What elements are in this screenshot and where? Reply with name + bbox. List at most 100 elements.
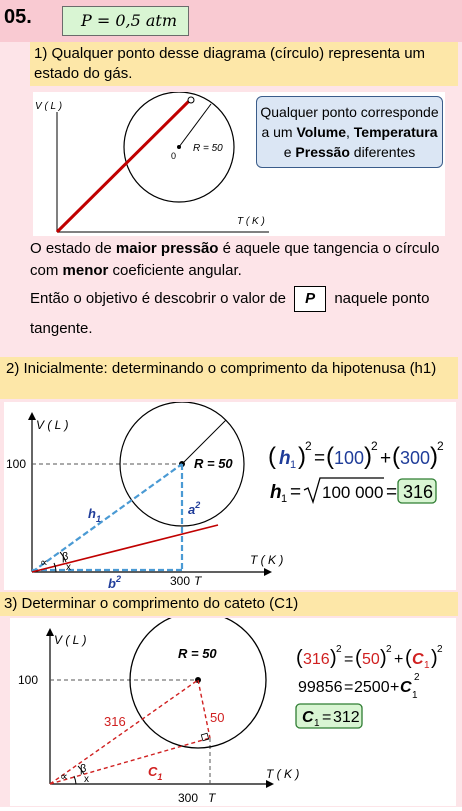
svg-text:300: 300 xyxy=(400,448,430,468)
s3-radius-label: R = 50 xyxy=(178,646,217,661)
s2-y-axis-label: V ( L ) xyxy=(36,418,68,432)
s2-result-box xyxy=(397,478,437,504)
t2-pre: Então o objetivo é descobrir o valor de xyxy=(30,290,286,307)
svg-text:99856: 99856 xyxy=(298,679,343,696)
svg-text:): ) xyxy=(364,443,372,470)
s1-x-axis-label: T ( K ) xyxy=(237,216,265,227)
step3-svg: V ( L ) T ( K ) 100 300 T R = 50 316 50 … xyxy=(18,611,443,805)
s2-h-label: h1 xyxy=(88,506,101,524)
svg-text:): ) xyxy=(298,443,306,470)
step2-svg: V ( L ) T ( K ) 100 300 T R = 50 h1 a2 b… xyxy=(6,401,444,591)
callout-temperatura: Temperatura xyxy=(353,124,438,140)
svg-text:): ) xyxy=(380,647,387,669)
s3-hypotenuse xyxy=(49,679,199,785)
s3-y-axis-label: V ( L ) xyxy=(54,633,86,647)
s2-beta: β xyxy=(62,551,68,563)
svg-text:2: 2 xyxy=(305,439,312,453)
s3-x-axis-label: T ( K ) xyxy=(266,767,299,781)
svg-text:+: + xyxy=(394,651,403,668)
t1-bold2: menor xyxy=(62,262,109,279)
step1-objective: Então o objetivo é descobrir o valor de … xyxy=(30,284,455,344)
s1-radius-label: R = 50 xyxy=(193,143,223,154)
svg-text:(: ( xyxy=(405,647,412,669)
callout-pressao: Pressão xyxy=(295,144,350,160)
step1-title: 1) Qualquer ponto desse diagrama (círcul… xyxy=(30,42,458,86)
svg-text:+: + xyxy=(380,448,391,469)
svg-text:2500: 2500 xyxy=(354,679,390,696)
svg-text:=: = xyxy=(322,709,331,726)
svg-text:=: = xyxy=(344,651,353,668)
s2-alpha: ∝ xyxy=(40,557,48,569)
s3-eq2: 99856 = 2500 + C 1 2 xyxy=(298,672,420,701)
svg-text:): ) xyxy=(430,443,438,470)
s1-center-label: 0 xyxy=(171,151,176,161)
svg-text:C: C xyxy=(412,651,424,668)
s3-result: 312 xyxy=(333,709,360,726)
svg-text:100 000: 100 000 xyxy=(322,483,383,502)
svg-text:50: 50 xyxy=(362,651,380,668)
svg-text:(: ( xyxy=(296,647,303,669)
svg-text:): ) xyxy=(431,647,438,669)
s1-radius xyxy=(178,103,212,148)
s1-tangent-line xyxy=(55,98,192,234)
s1-circle xyxy=(123,91,235,203)
callout-comma: , xyxy=(345,124,354,140)
svg-text:1: 1 xyxy=(290,459,296,471)
s1-center-dot xyxy=(177,145,181,149)
s2-x-value: 300 xyxy=(170,574,190,588)
svg-text:(: ( xyxy=(268,443,276,470)
step3-panel: V ( L ) T ( K ) 100 300 T R = 50 316 50 … xyxy=(10,611,456,806)
svg-text:=: = xyxy=(386,482,397,503)
s3-x-T: T xyxy=(208,791,217,805)
s2-eq1: ( h 1 ) 2 = ( 100 ) 2 + ( 300 ) 2 xyxy=(268,439,444,471)
callout-line1: Qualquer ponto corresponde xyxy=(260,104,439,120)
svg-text:316: 316 xyxy=(303,651,330,668)
s2-x-T: T xyxy=(194,574,203,588)
s2-radius-label: R = 50 xyxy=(194,456,233,471)
s3-result-box xyxy=(295,703,363,729)
s2-a-label: a2 xyxy=(188,500,200,517)
svg-text:C: C xyxy=(302,709,314,726)
svg-text:1: 1 xyxy=(314,718,320,729)
s3-x-value: 300 xyxy=(178,791,198,805)
s3-y-value: 100 xyxy=(18,673,38,687)
s3-radius xyxy=(197,679,211,739)
svg-text:2: 2 xyxy=(437,644,443,655)
step2-panel: V ( L ) T ( K ) 100 300 T R = 50 h1 a2 b… xyxy=(4,401,456,591)
s2-circle xyxy=(119,401,245,527)
s2-x: x xyxy=(66,562,71,573)
svg-text:h: h xyxy=(279,448,291,469)
t1-post: coeficiente angular. xyxy=(108,262,242,279)
step1-explanation: O estado de maior pressão é aquele que t… xyxy=(30,238,455,282)
svg-text:(: ( xyxy=(326,443,334,470)
t1-bold: maior pressão xyxy=(115,240,219,257)
svg-text:2: 2 xyxy=(336,644,342,655)
step1-svg: V ( L ) T ( K ) R = 50 0 xyxy=(35,91,269,234)
callout-box: Qualquer ponto corresponde a um Volume, … xyxy=(256,96,443,168)
s3-alpha: ∝ xyxy=(60,771,68,783)
callout-volume: Volume xyxy=(296,124,346,140)
callout-line3-post: diferentes xyxy=(349,144,416,160)
s2-y-value: 100 xyxy=(6,457,26,471)
svg-text:100: 100 xyxy=(334,448,364,468)
svg-text:+: + xyxy=(390,679,399,696)
given-pressure-box: P = 0,5 atm xyxy=(62,6,189,36)
svg-text:2: 2 xyxy=(386,644,392,655)
svg-text:h: h xyxy=(270,482,282,503)
step3-title: 3) Determinar o comprimento do cateto (C… xyxy=(0,592,458,616)
s3-eq1: ( 316 ) 2 = ( 50 ) 2 + ( C 1 ) 2 xyxy=(296,644,443,671)
s2-b-label: b2 xyxy=(108,574,121,590)
svg-text:1: 1 xyxy=(281,493,287,505)
s2-eq2: h 1 = 100 000 = 316 xyxy=(270,477,437,505)
s1-tangent-point xyxy=(187,96,195,104)
question-number: 05. xyxy=(4,6,32,28)
s2-tangent-line xyxy=(31,524,219,573)
s3-beta: β xyxy=(80,763,86,775)
svg-text:=: = xyxy=(290,482,301,503)
svg-text:C: C xyxy=(400,679,412,696)
s2-x-axis-label: T ( K ) xyxy=(250,553,283,567)
t2-post: naquele ponto tangente. xyxy=(30,290,430,337)
svg-text:=: = xyxy=(344,679,353,696)
svg-text:1: 1 xyxy=(412,690,418,701)
